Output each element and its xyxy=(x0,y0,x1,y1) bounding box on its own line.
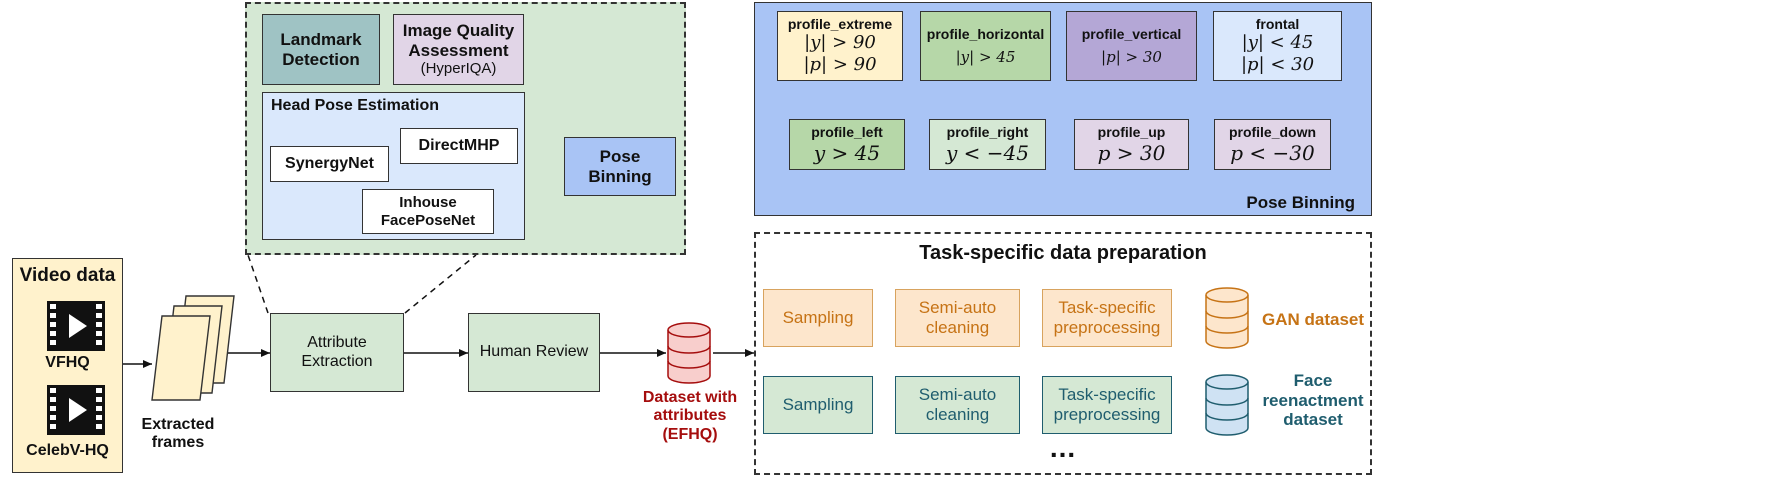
image-quality-box: Image Quality Assessment (HyperIQA) xyxy=(393,14,524,85)
face-dataset-db-icon xyxy=(1205,374,1249,436)
face-preprocessing-box: Task-specific preprocessing xyxy=(1042,376,1172,434)
video-data-box: Video data VFHQ CelebV-HQ xyxy=(12,258,123,473)
task-ellipsis: ... xyxy=(1049,432,1077,463)
landmark-detection-box: Landmark Detection xyxy=(262,14,380,85)
bin-frontal: frontal |y| < 45 |p| < 30 xyxy=(1213,11,1342,81)
frames-label: Extracted frames xyxy=(141,416,215,452)
bin-profile-right: profile_right y < −45 xyxy=(929,119,1046,170)
face-dataset-label: Face reenactment dataset xyxy=(1262,371,1364,430)
film-icon xyxy=(47,301,105,351)
directmhp-box: DirectMHP xyxy=(400,128,518,164)
video-data-title: Video data xyxy=(19,265,116,286)
video-source-vfhq: VFHQ xyxy=(45,354,90,371)
pose-binning-box: Pose Binning xyxy=(564,137,676,196)
zoom-line-right xyxy=(404,254,477,314)
pose-binning-caption: Pose Binning xyxy=(1246,193,1355,212)
inhouse-faceposenet-box: Inhouse FacePoseNet xyxy=(362,189,494,234)
bin-profile-left: profile_left y > 45 xyxy=(789,119,905,170)
head-pose-estimation-title: Head Pose Estimation xyxy=(271,97,440,114)
face-sampling-box: Sampling xyxy=(763,376,873,434)
dataset-db-icon xyxy=(667,322,711,384)
gan-dataset-label: GAN dataset xyxy=(1261,310,1365,329)
bin-profile-up: profile_up p > 30 xyxy=(1074,119,1189,170)
frames-stack-icon xyxy=(151,295,235,401)
bin-profile-down: profile_down p < −30 xyxy=(1214,119,1331,170)
task-specific-panel: Task-specific data preparation ... xyxy=(754,232,1372,475)
gan-dataset-db-icon xyxy=(1205,287,1249,349)
task-specific-title: Task-specific data preparation xyxy=(919,242,1207,264)
attribute-extraction-box: Attribute Extraction xyxy=(270,313,404,392)
video-source-celebv-hq: CelebV-HQ xyxy=(26,442,109,459)
human-review-box: Human Review xyxy=(468,313,600,392)
zoom-line-left xyxy=(247,254,269,314)
gan-preprocessing-box: Task-specific preprocessing xyxy=(1042,289,1172,347)
synergynet-box: SynergyNet xyxy=(270,146,389,182)
bin-profile-vertical: profile_vertical |p| > 30 xyxy=(1066,11,1197,81)
film-icon xyxy=(47,385,105,435)
bin-profile-horizontal: profile_horizontal |y| > 45 xyxy=(920,11,1051,81)
dataset-label: Dataset with attributes (EFHQ) xyxy=(642,389,738,443)
gan-sampling-box: Sampling xyxy=(763,289,873,347)
bin-profile-extreme: profile_extreme |y| > 90 |p| > 90 xyxy=(777,11,903,81)
gan-cleaning-box: Semi-auto cleaning xyxy=(895,289,1020,347)
face-cleaning-box: Semi-auto cleaning xyxy=(895,376,1020,434)
